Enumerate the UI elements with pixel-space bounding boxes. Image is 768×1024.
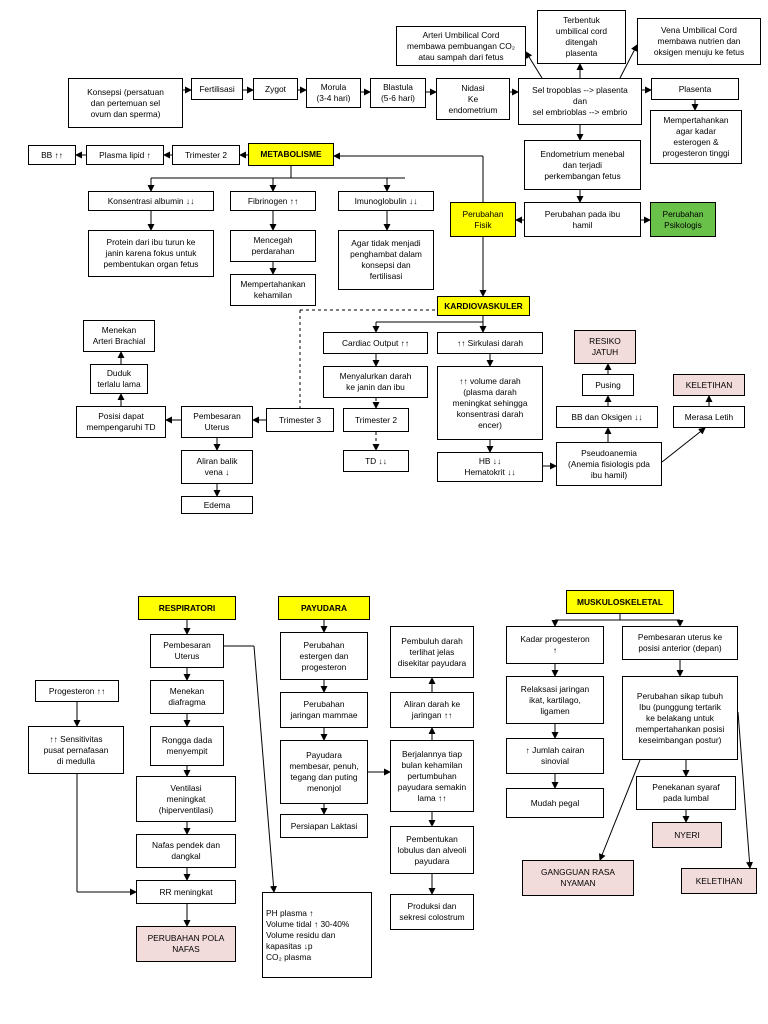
konsepsi-box: Konsepsi (persatuan dan pertemuan sel ov… bbox=[68, 78, 183, 128]
nafas-pendek-box: Nafas pendek dan dangkal bbox=[136, 834, 236, 868]
menekan-arteri-box: Menekan Arteri Brachial bbox=[83, 320, 155, 352]
trimester3-box: Trimester 3 bbox=[266, 408, 334, 432]
perubahan-pola-nafas-diagnosis: PERUBAHAN POLA NAFAS bbox=[136, 926, 236, 962]
pembesaran-uterus-musk-box: Pembesaran uterus ke posisi anterior (de… bbox=[622, 626, 738, 660]
penekanan-syaraf-box: Penekanan syaraf pada lumbal bbox=[636, 776, 736, 810]
resiko-jatuh-diagnosis: RESIKO JATUH bbox=[574, 330, 636, 364]
connector-line bbox=[525, 51, 543, 79]
protein-turun-box: Protein dari ibu turun ke janin karena f… bbox=[88, 230, 214, 277]
sensitivitas-box: ↑↑ Sensitivitas pusat pernafasan di medu… bbox=[28, 726, 124, 774]
menekan-diafragma-box: Menekan diafragma bbox=[150, 680, 224, 714]
mempertahankan-kehamilan-box: Mempertahankan kehamilan bbox=[230, 274, 316, 306]
berjalannya-tiap-bulan-box: Berjalannya tiap bulan kehamilan pertumb… bbox=[390, 740, 474, 812]
ph-plasma-box: PH plasma ↑ Volume tidal ↑ 30-40% Volume… bbox=[262, 892, 372, 978]
edema-box: Edema bbox=[181, 496, 253, 514]
perubahan-estrogen-box: Perubahan estergen dan progesteron bbox=[280, 632, 368, 680]
payudara-category: PAYUDARA bbox=[278, 596, 370, 620]
duduk-lama-box: Duduk terlalu lama bbox=[90, 364, 148, 394]
pembuluh-darah-box: Pembuluh darah terlihat jelas disekitar … bbox=[390, 626, 474, 678]
muskuloskeletal-category: MUSKULOSKELETAL bbox=[566, 590, 674, 614]
payudara-membesar-box: Payudara membesar, penuh, tegang dan put… bbox=[280, 740, 368, 804]
connector-line bbox=[598, 759, 641, 861]
morula-box: Morula (3-4 hari) bbox=[306, 78, 361, 108]
mencegah-perdarahan-box: Mencegah perdarahan bbox=[230, 230, 316, 262]
hb-hematokrit-box: HB ↓↓ Hematokrit ↓↓ bbox=[437, 452, 543, 482]
arteri-umbilical-box: Arteri Umbilical Cord membawa pembuangan… bbox=[396, 26, 526, 66]
merasa-letih-box: Merasa Letih bbox=[673, 406, 745, 428]
bb-naik-box: BB ↑↑ bbox=[28, 145, 76, 165]
rr-meningkat-box: RR meningkat bbox=[136, 880, 236, 904]
agar-tidak-menjadi-box: Agar tidak menjadi penghambat dalam kons… bbox=[338, 230, 434, 290]
gangguan-rasa-nyaman-diagnosis: GANGGUAN RASA NYAMAN bbox=[522, 860, 634, 896]
connector-line bbox=[253, 645, 278, 893]
trimester2-kardio-box: Trimester 2 bbox=[343, 408, 409, 432]
imunoglobulin-box: Imunoglobulin ↓↓ bbox=[338, 191, 434, 211]
relaksasi-jaringan-box: Relaksasi jaringan ikat, kartilago, liga… bbox=[506, 676, 604, 724]
vena-umbilical-box: Vena Umbilical Cord membawa nutrien dan … bbox=[637, 18, 761, 65]
perubahan-ibu-hamil-box: Perubahan pada ibu hamil bbox=[524, 202, 641, 237]
fertilisasi-box: Fertilisasi bbox=[191, 78, 243, 100]
produksi-colostrum-box: Produksi dan sekresi colostrum bbox=[390, 894, 474, 930]
terbentuk-umbilical-box: Terbentuk umbilical cord ditengah plasen… bbox=[537, 10, 626, 64]
pembesaran-uterus-resp-box: Pembesaran Uterus bbox=[150, 634, 224, 668]
jumlah-cairan-box: ↑ Jumlah cairan sinovial bbox=[506, 738, 604, 774]
plasma-lipid-box: Plasma lipid ↑ bbox=[86, 145, 164, 165]
rongga-dada-box: Rongga dada menyempit bbox=[150, 726, 224, 766]
konsentrasi-albumin-box: Konsentrasi albumin ↓↓ bbox=[88, 191, 214, 211]
keletihan-diagnosis-1: KELETIHAN bbox=[673, 374, 745, 396]
connector-line bbox=[619, 44, 638, 79]
aliran-balik-box: Aliran balik vena ↓ bbox=[181, 450, 253, 484]
blastula-box: Blastula (5-6 hari) bbox=[370, 78, 426, 108]
connector-line bbox=[737, 711, 754, 869]
perubahan-fisik-category: Perubahan Fisik bbox=[450, 202, 516, 237]
perubahan-jaringan-mammae-box: Perubahan jaringan mammae bbox=[280, 692, 368, 728]
sirkulasi-darah-box: ↑↑ Sirkulasi darah bbox=[437, 332, 543, 354]
pseudoanemia-box: Pseudoanemia (Anemia fisiologis pda ibu … bbox=[556, 442, 662, 486]
sel-tropoblas-box: Sel tropoblas --> plasenta dan sel embri… bbox=[518, 78, 642, 125]
trimester2-metabolisme-box: Trimester 2 bbox=[172, 145, 240, 165]
nidasi-box: Nidasi Ke endometrium bbox=[436, 78, 510, 120]
volume-darah-box: ↑↑ volume darah (plasma darah meningkat … bbox=[437, 366, 543, 440]
menyalurkan-darah-box: Menyalurkan darah ke janin dan ibu bbox=[323, 366, 428, 398]
keletihan-diagnosis-2: KELETIHAN bbox=[681, 868, 757, 894]
kardiovaskuler-category: KARDIOVASKULER bbox=[437, 296, 530, 316]
posisi-td-box: Posisi dapat mempengaruhi TD bbox=[76, 406, 166, 438]
plasenta-box: Plasenta bbox=[651, 78, 739, 100]
progesteron-resp-box: Progesteron ↑↑ bbox=[35, 680, 119, 702]
endometrium-box: Endometrium menebal dan terjadi perkemba… bbox=[524, 140, 641, 190]
connector-line bbox=[661, 427, 706, 463]
bb-oksigen-box: BB dan Oksigen ↓↓ bbox=[556, 406, 658, 428]
zygot-box: Zygot bbox=[253, 78, 298, 100]
td-turun-box: TD ↓↓ bbox=[343, 450, 409, 472]
pembentukan-lobulus-box: Pembentukan lobulus dan alveoli payudara bbox=[390, 826, 474, 874]
perubahan-psikologis-category: Perubahan Psikologis bbox=[650, 202, 716, 237]
ventilasi-box: Ventilasi meningkat (hiperventilasi) bbox=[136, 776, 236, 822]
mempertahankan-estrogen-box: Mempertahankan agar kadar esterogen & pr… bbox=[650, 110, 742, 164]
fibrinogen-box: Fibrinogen ↑↑ bbox=[230, 191, 316, 211]
pembesaran-uterus-kardio-box: Pembesaran Uterus bbox=[181, 406, 253, 438]
aliran-darah-jaringan-box: Aliran darah ke jaringan ↑↑ bbox=[390, 692, 474, 728]
persiapan-laktasi-box: Persiapan Laktasi bbox=[280, 814, 368, 838]
mudah-pegal-box: Mudah pegal bbox=[506, 788, 604, 818]
respiratori-category: RESPIRATORI bbox=[138, 596, 236, 620]
pusing-box: Pusing bbox=[582, 374, 634, 396]
perubahan-sikap-box: Perubahan sikap tubuh Ibu (punggung tert… bbox=[622, 676, 738, 760]
kadar-progesteron-musk-box: Kadar progesteron ↑ bbox=[506, 626, 604, 664]
metabolisme-category: METABOLISME bbox=[248, 143, 334, 166]
nyeri-diagnosis: NYERI bbox=[652, 822, 722, 848]
cardiac-output-box: Cardiac Output ↑↑ bbox=[323, 332, 428, 354]
